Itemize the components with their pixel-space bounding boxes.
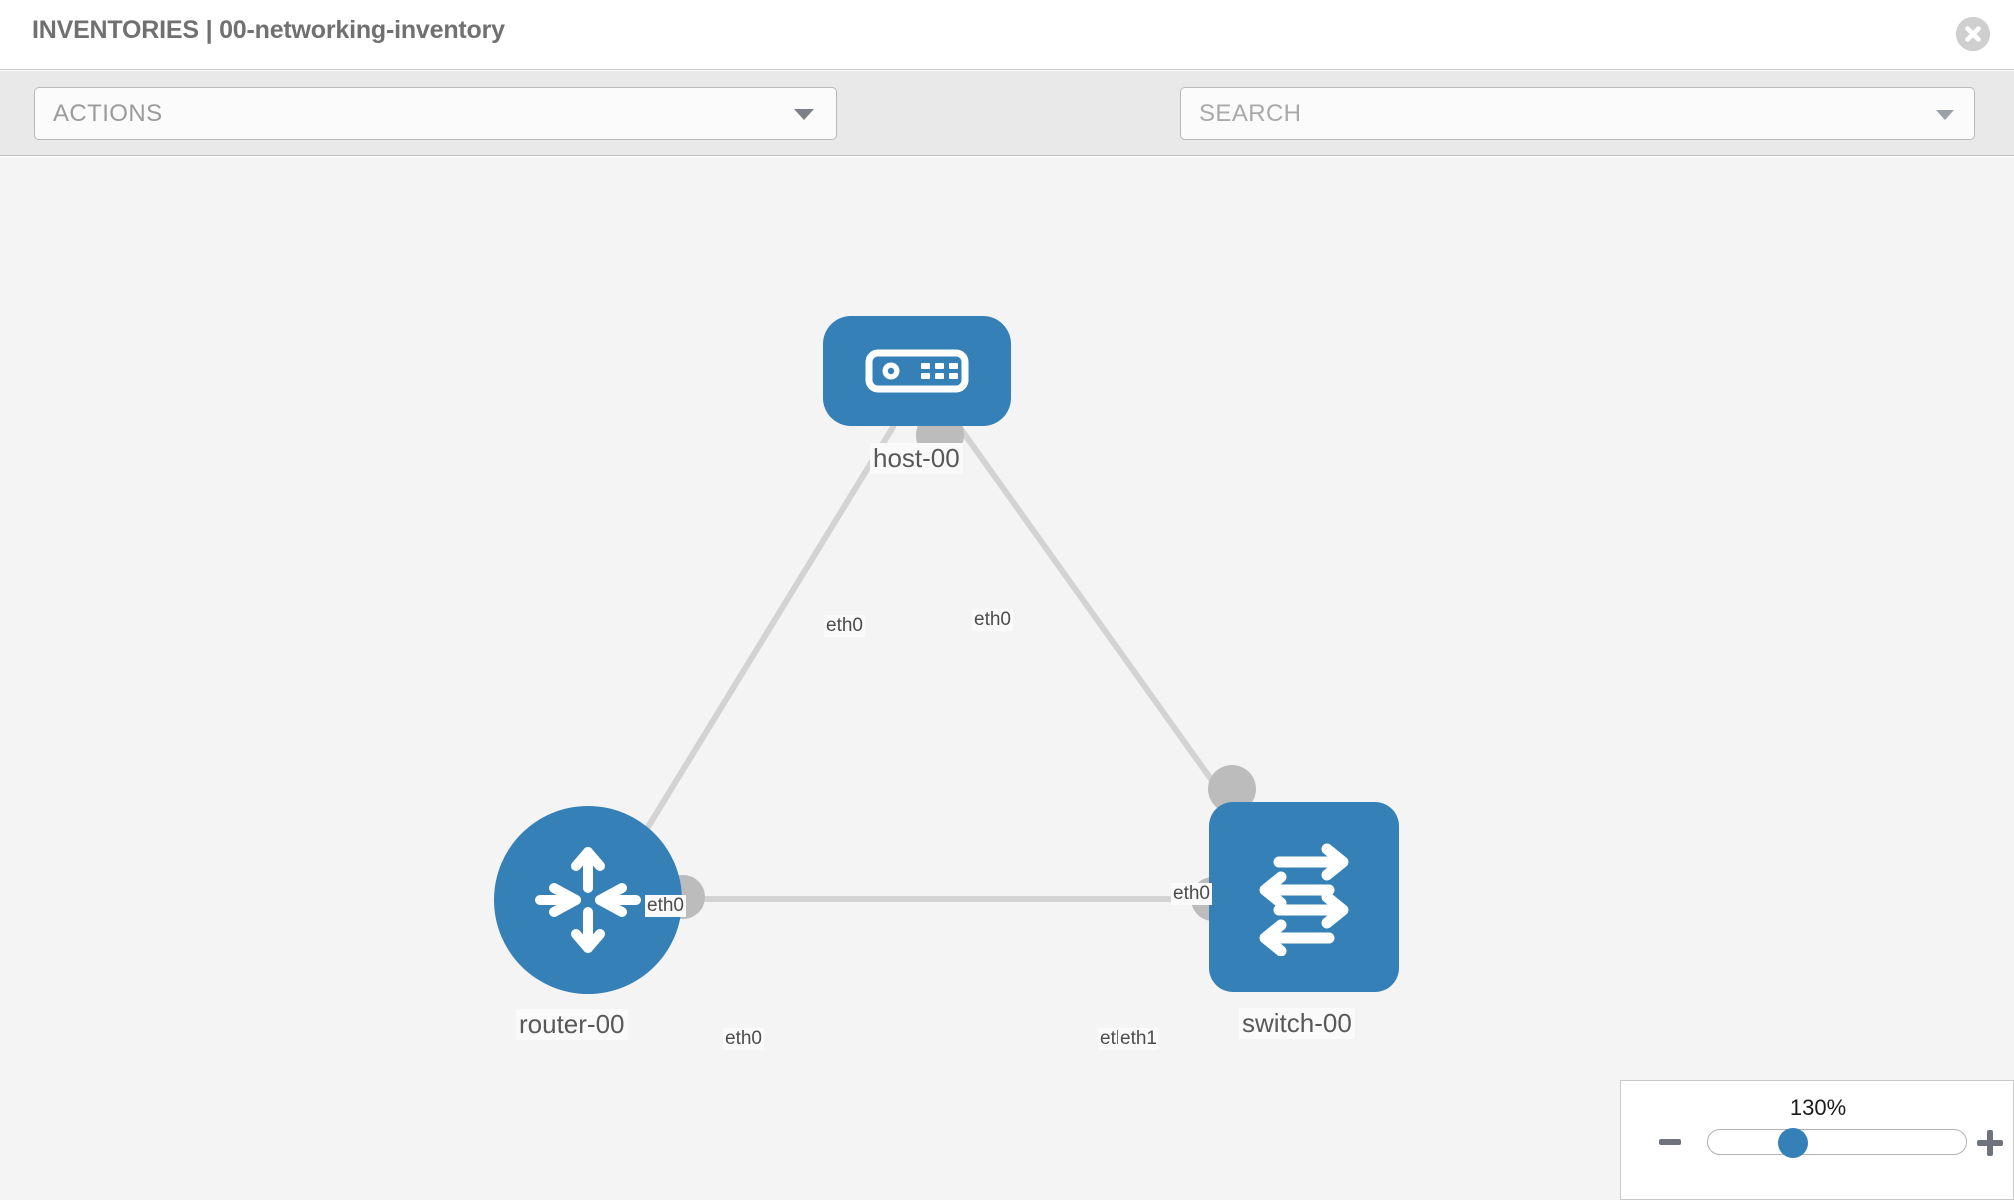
node-router-00-shape[interactable] xyxy=(494,806,682,994)
page-header: INVENTORIES | 00-networking-inventory xyxy=(0,0,2014,70)
edge-host-switch xyxy=(955,422,1241,820)
zoom-slider-handle[interactable] xyxy=(1778,1128,1808,1158)
actions-dropdown-label: ACTIONS xyxy=(53,100,163,127)
actions-dropdown[interactable]: ACTIONS xyxy=(34,87,837,140)
edge-host-router xyxy=(645,424,896,830)
toolbar: ACTIONS SEARCH xyxy=(0,71,2014,200)
node-switch-00-shape[interactable] xyxy=(1209,802,1399,992)
connector-switch-eth0 xyxy=(1208,765,1256,813)
minus-icon[interactable] xyxy=(1659,1139,1681,1145)
topology-canvas[interactable]: host-00 router-00 xyxy=(0,157,2014,1200)
switch-icon xyxy=(1259,843,1349,956)
iface-label-switch-router-eth1: eth1 xyxy=(1118,1028,1159,1050)
node-host-00-label: host-00 xyxy=(870,443,963,474)
zoom-control-panel: 130% xyxy=(1620,1080,2014,1200)
iface-label-router-host: eth0 xyxy=(645,895,686,917)
plus-icon[interactable] xyxy=(1977,1130,2003,1156)
zoom-level-value: 130% xyxy=(1789,1095,1847,1120)
topology-edges xyxy=(645,411,1256,921)
iface-label-host-router: eth0 xyxy=(824,615,865,637)
server-icon xyxy=(865,349,969,393)
topology-connectors xyxy=(661,411,1256,921)
iface-label-router-switch: eth0 xyxy=(723,1028,764,1050)
node-switch-00-label: switch-00 xyxy=(1239,1008,1355,1039)
search-placeholder: SEARCH xyxy=(1199,100,1302,127)
zoom-slider-track[interactable] xyxy=(1707,1129,1967,1155)
node-host-00-shape[interactable] xyxy=(823,316,1011,426)
iface-label-host-switch: eth0 xyxy=(972,609,1013,631)
close-icon[interactable] xyxy=(1956,17,1990,51)
router-icon xyxy=(535,847,641,953)
search-input[interactable]: SEARCH xyxy=(1180,87,1975,140)
chevron-down-icon xyxy=(794,109,814,120)
node-router-00-label: router-00 xyxy=(516,1009,628,1040)
iface-label-switch-host: eth0 xyxy=(1171,883,1212,905)
page-title: INVENTORIES | 00-networking-inventory xyxy=(32,16,505,44)
chevron-down-icon xyxy=(1936,110,1954,120)
